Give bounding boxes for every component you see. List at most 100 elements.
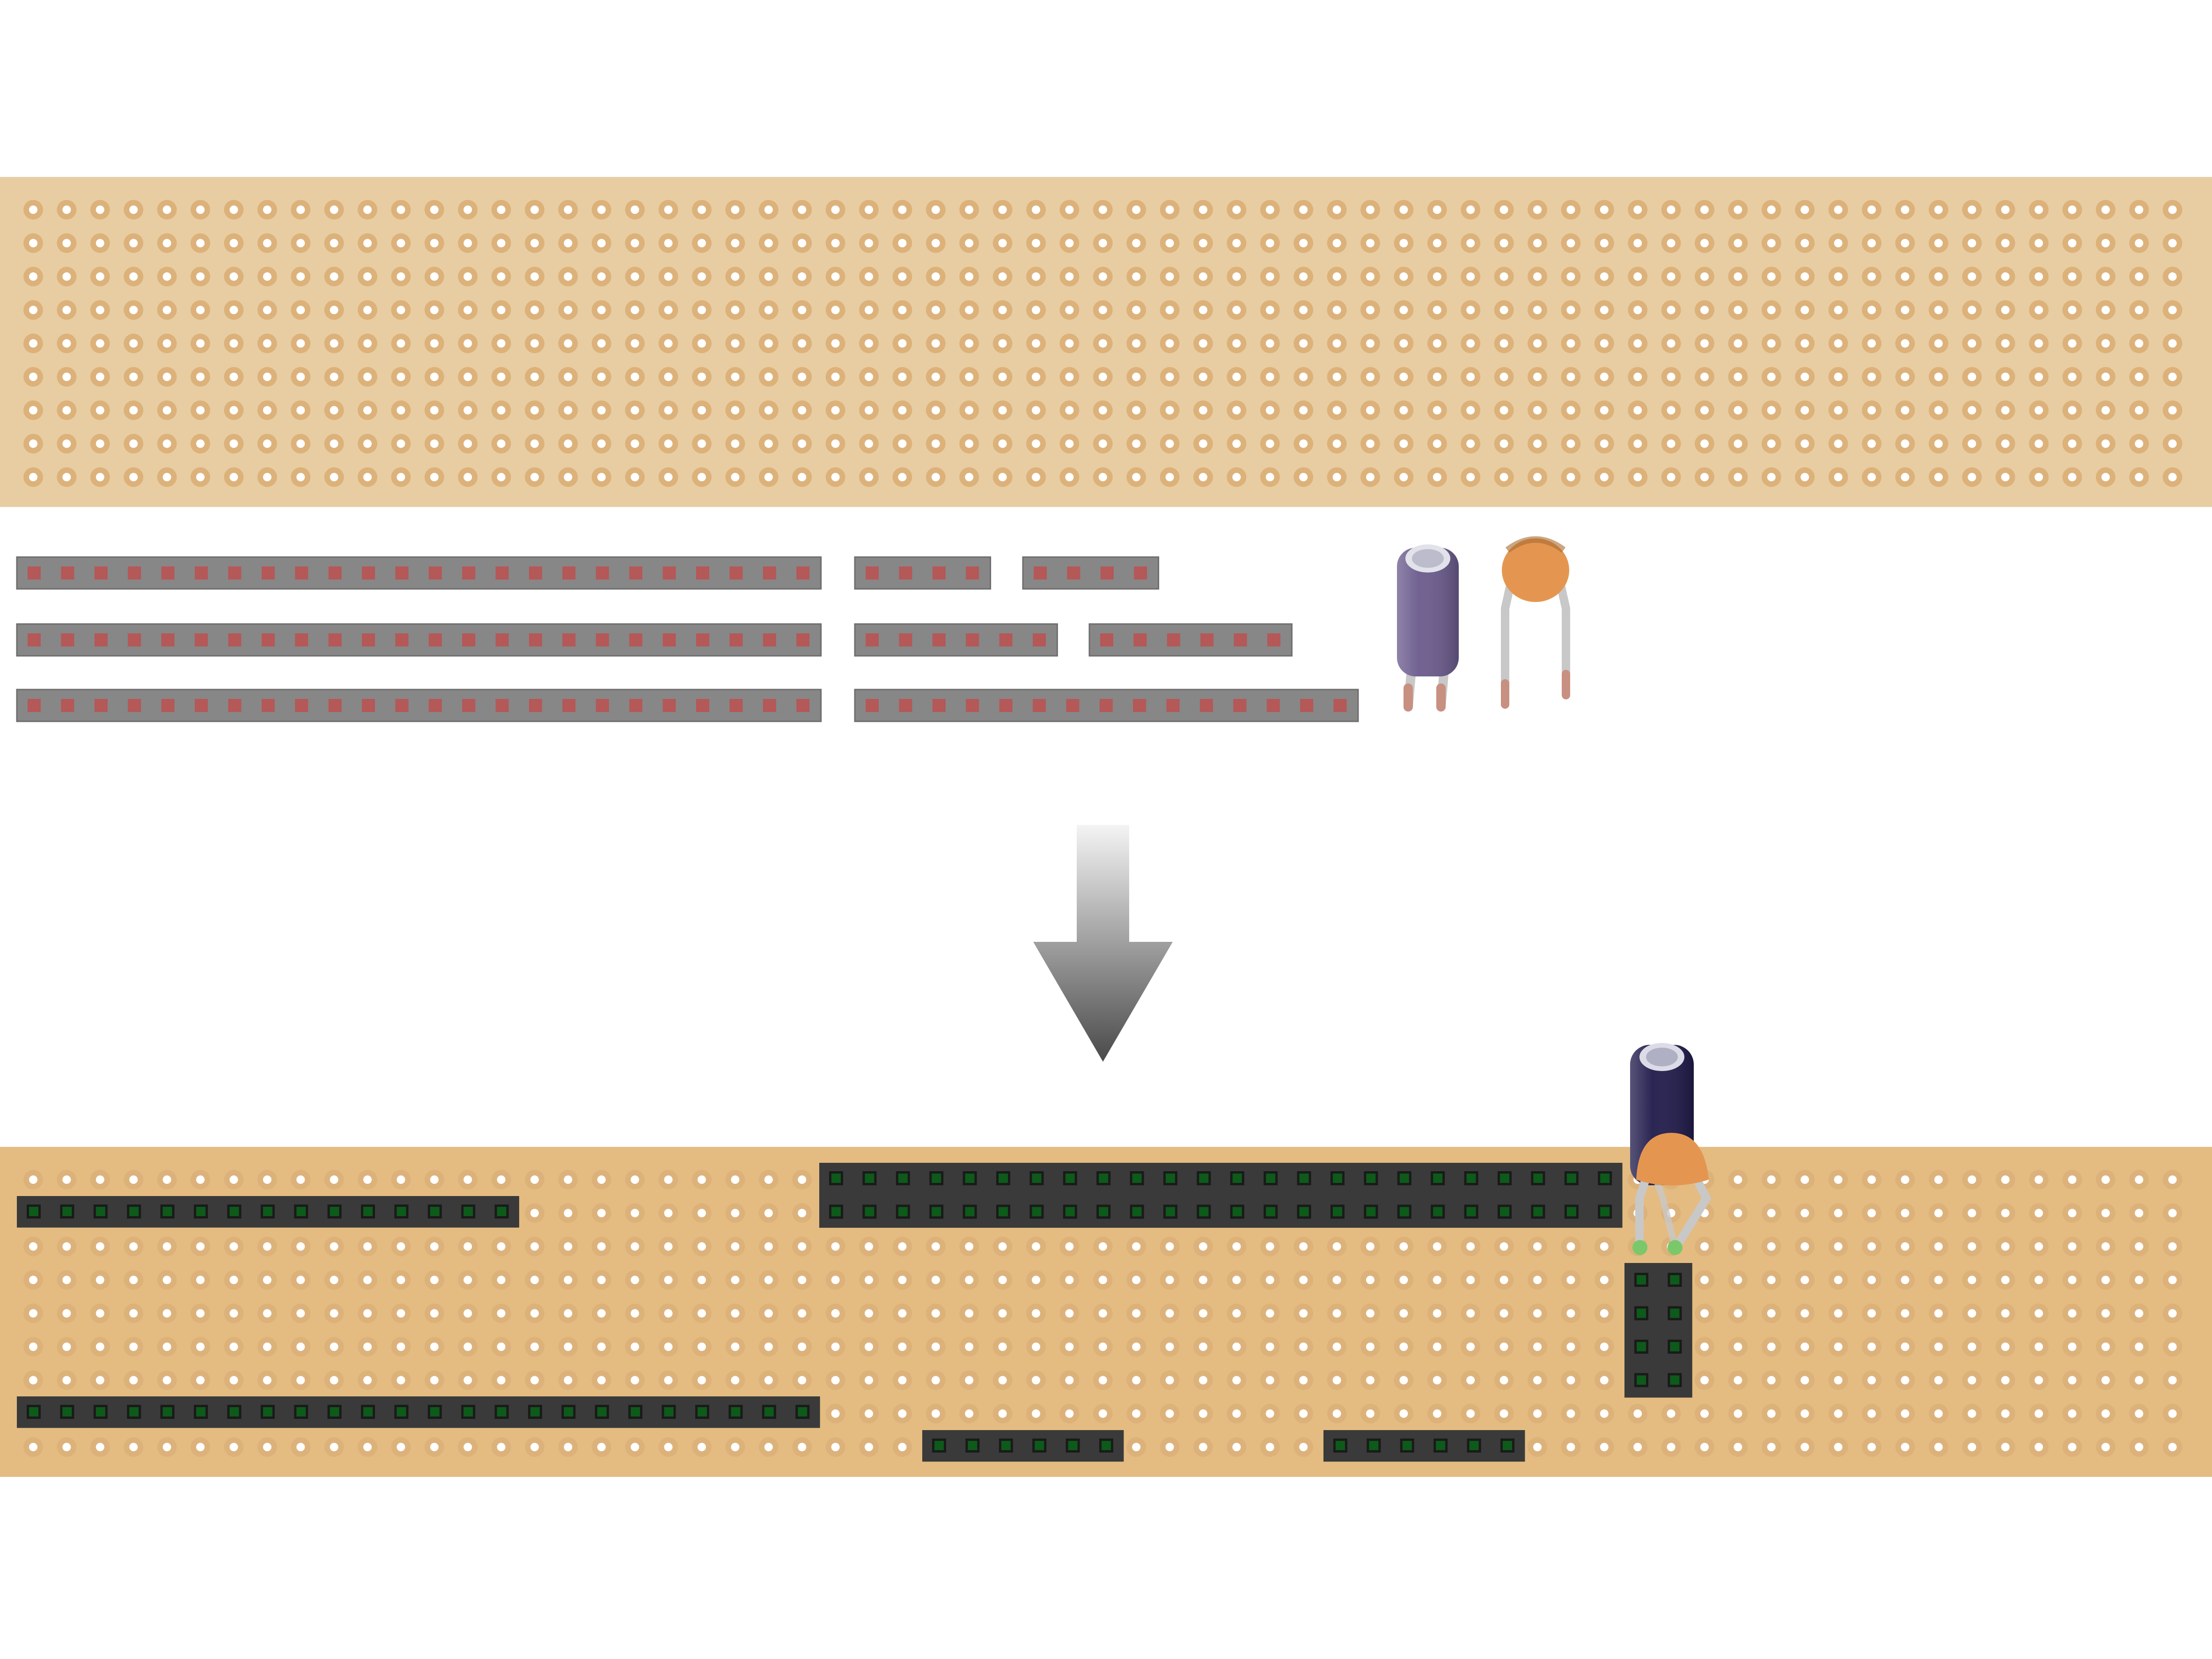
board-hole-center [162,373,171,381]
header-pin [831,1174,841,1183]
board-hole-center [1968,1276,1977,1285]
board-hole-center [1366,272,1374,281]
board-hole-center [698,1242,706,1251]
board-hole-center [1366,1309,1374,1318]
header-pin [1402,1441,1412,1450]
board-hole-center [2001,373,2010,381]
board-hole-center [1265,406,1274,415]
board-hole-center [831,339,840,348]
board-hole-center [1834,239,1843,248]
board-hole-center [1834,206,1843,214]
board-hole-center [463,439,472,448]
board-hole-center [263,373,272,381]
board-hole-center [397,1309,405,1318]
header-pin [562,699,576,712]
board-hole-center [698,1175,706,1184]
board-hole-center [1767,339,1776,348]
board-hole-center [1466,272,1475,281]
header-pin [296,1207,306,1216]
board-hole-center [2035,339,2043,348]
board-hole-center [931,406,940,415]
header-pin [1065,1207,1075,1217]
board-hole-center [931,1409,940,1418]
board-hole-center [363,339,372,348]
board-hole-center [1433,339,1441,348]
board-hole-center [1934,239,1943,248]
board-hole-center [330,1443,338,1452]
board-hole-center [1232,439,1241,448]
board-hole-center [96,339,104,348]
board-hole-center [1800,306,1809,315]
header-pin [62,1207,72,1216]
board-hole-center [29,1343,37,1351]
board-hole-center [764,206,773,214]
header-pin [397,1207,406,1216]
board-hole-center [62,1443,71,1452]
board-hole-center [463,339,472,348]
header-body [1088,623,1293,657]
board-hole-center [1734,206,1742,214]
board-hole-center [497,473,506,482]
header-pin [29,1207,38,1216]
board-hole-center [1232,406,1241,415]
board-hole-center [1800,1443,1809,1452]
board-hole-center [2101,473,2110,482]
header-pin [1232,1174,1242,1183]
board-hole-center [1366,239,1374,248]
board-hole-center [1800,439,1809,448]
board-hole-center [263,1242,272,1251]
board-hole-center [1901,1276,1910,1285]
board-hole-center [1265,206,1274,214]
header-pin [395,633,409,646]
board-hole-center [1901,1175,1910,1184]
board-hole-center [764,1443,773,1452]
header-pin [966,699,979,712]
header-pin [1399,1174,1409,1183]
board-hole-center [731,239,740,248]
header-pin [631,1407,640,1417]
board-hole-center [898,306,907,315]
board-hole-center [62,439,71,448]
board-hole-center [1299,473,1308,482]
board-hole-center [1098,473,1107,482]
board-hole-center [2035,1409,2043,1418]
board-hole-center [2101,339,2110,348]
board-hole-center [865,406,873,415]
board-hole-center [1399,373,1408,381]
board-hole-center [631,473,639,482]
board-hole-center [2001,272,2010,281]
board-hole-center [597,272,606,281]
board-hole-center [530,306,539,315]
board-hole-center [1800,1309,1809,1318]
header-pin [295,633,309,646]
board-hole-center [1566,1409,1575,1418]
header-pin [1670,1275,1680,1285]
board-hole-center [898,1409,907,1418]
board-hole-center [2001,206,2010,214]
board-hole-center [96,1376,104,1385]
board-hole-center [597,1443,606,1452]
header-pin [1199,1174,1209,1183]
header-pin [1300,699,1314,712]
board-hole-center [764,1376,773,1385]
board-hole-center [1132,406,1141,415]
board-hole-center [1566,339,1575,348]
loose-header-strip [16,556,822,590]
header-pin [1232,1207,1242,1217]
board-hole-center [831,439,840,448]
board-hole-center [1232,1376,1241,1385]
board-hole-center [2168,1242,2177,1251]
board-hole-center [597,1276,606,1285]
board-hole-center [965,1242,974,1251]
board-hole-center [1499,1242,1508,1251]
board-hole-center [1265,373,1274,381]
board-hole-center [1032,439,1040,448]
board-hole-center [1934,206,1943,214]
board-hole-center [2035,1443,2043,1452]
board-hole-center [998,406,1007,415]
board-hole-center [397,439,405,448]
board-hole-center [1466,373,1475,381]
board-hole-center [631,1276,639,1285]
board-hole-center [597,1343,606,1351]
board-hole-center [698,206,706,214]
